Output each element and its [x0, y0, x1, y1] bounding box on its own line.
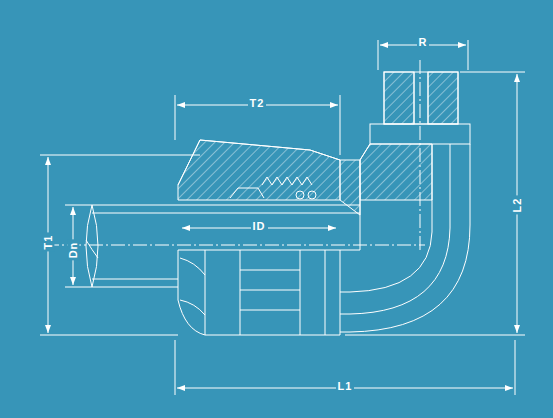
dimension-label: T2 [248, 97, 267, 109]
dimension-label: ID [251, 220, 268, 232]
dimension-label: Dn [67, 240, 79, 261]
dimension-label: R [417, 36, 430, 48]
dimension-label: L2 [511, 196, 523, 215]
dimension-label: L1 [336, 380, 355, 392]
dimension-label: T1 [42, 233, 54, 252]
